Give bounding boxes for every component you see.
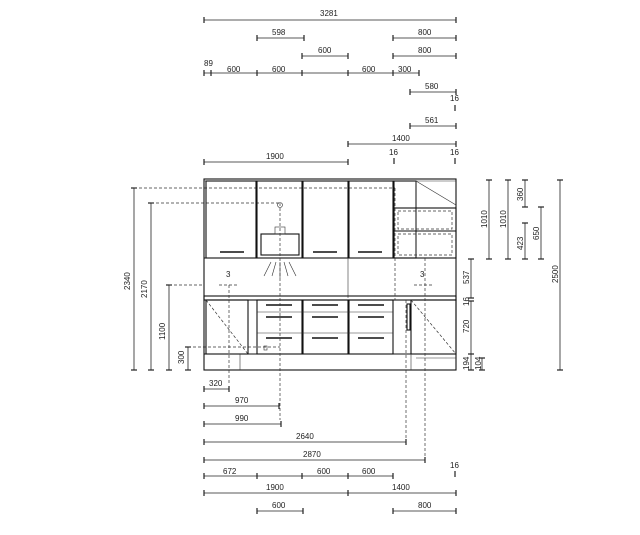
dim-2500: 2500: [551, 265, 560, 283]
dim-800-b: 800: [418, 46, 432, 55]
dim-600-e: 600: [317, 467, 331, 476]
dim-1010-b: 1010: [499, 210, 508, 228]
dim-1900: 1900: [266, 152, 284, 161]
dim-600-b: 600: [227, 65, 241, 74]
dim-720: 720: [462, 319, 471, 333]
dim-16-b: 16: [389, 148, 398, 157]
upper-cabinet-5: [393, 180, 417, 259]
dim-3281: 3281: [320, 9, 338, 18]
upper-cabinet-2-hood: [256, 180, 303, 259]
dim-600-d: 600: [362, 65, 376, 74]
bottom-dimensions: 320 970 990 2640 2870 16 672 600 600 190…: [203, 379, 459, 514]
dim-990: 990: [235, 414, 249, 423]
upper-cabinet-4: [348, 180, 394, 259]
dim-2170: 2170: [140, 280, 149, 298]
left-dimensions: 2340 2170 1100 300: [123, 187, 395, 371]
dim-2340: 2340: [123, 272, 132, 290]
dim-672: 672: [223, 467, 237, 476]
dim-2870: 2870: [303, 450, 321, 459]
dim-16-c: 16: [450, 148, 459, 157]
shelf-unit: [393, 207, 457, 259]
dim-800-bottom: 800: [418, 501, 432, 510]
dim-600-a: 600: [318, 46, 332, 55]
dim-800-a: 800: [418, 28, 432, 37]
dim-360: 360: [516, 187, 525, 201]
dim-970: 970: [235, 396, 249, 405]
dim-16-a: 16: [450, 94, 459, 103]
dim-600-c: 600: [272, 65, 286, 74]
dim-2640: 2640: [296, 432, 314, 441]
dim-561: 561: [425, 116, 439, 125]
dim-16-v: 16: [462, 297, 471, 306]
upper-cabinet-1: [205, 180, 257, 259]
dim-1100: 1100: [158, 322, 167, 340]
lower-cabinet-drawers-1: [302, 299, 349, 355]
dim-423: 423: [516, 236, 525, 250]
dim-598: 598: [272, 28, 286, 37]
dim-600-g: 600: [272, 501, 286, 510]
dim-104: 104: [474, 356, 483, 370]
dim-194: 194: [462, 356, 471, 370]
dim-1400-bottom: 1400: [392, 483, 410, 492]
top-dimensions: 3281 598 800 600 800 89 600 600 600 300 …: [203, 9, 459, 165]
dim-1010-a: 1010: [480, 210, 489, 228]
dim-300: 300: [398, 65, 412, 74]
upper-cabinet-3: [302, 180, 349, 259]
dim-89: 89: [204, 59, 213, 68]
worktop: [203, 295, 457, 301]
dim-600-f: 600: [362, 467, 376, 476]
dim-320: 320: [209, 379, 223, 388]
dim-650: 650: [532, 226, 541, 240]
right-dimensions: 1010 1010 360 423 650 2500 537 16 720 19…: [462, 179, 563, 371]
lower-cabinet-drawers-2: [348, 299, 394, 355]
gap-3-right: 3: [420, 270, 425, 279]
dim-537: 537: [462, 270, 471, 284]
dim-1900-bottom: 1900: [266, 483, 284, 492]
dim-300-v: 300: [177, 350, 186, 364]
dim-580: 580: [425, 82, 439, 91]
dim-16-bottom: 16: [450, 461, 459, 470]
gap-3-left: 3: [226, 270, 231, 279]
cabinet-elevation: 3 3: [203, 178, 457, 456]
dim-1400: 1400: [392, 134, 410, 143]
